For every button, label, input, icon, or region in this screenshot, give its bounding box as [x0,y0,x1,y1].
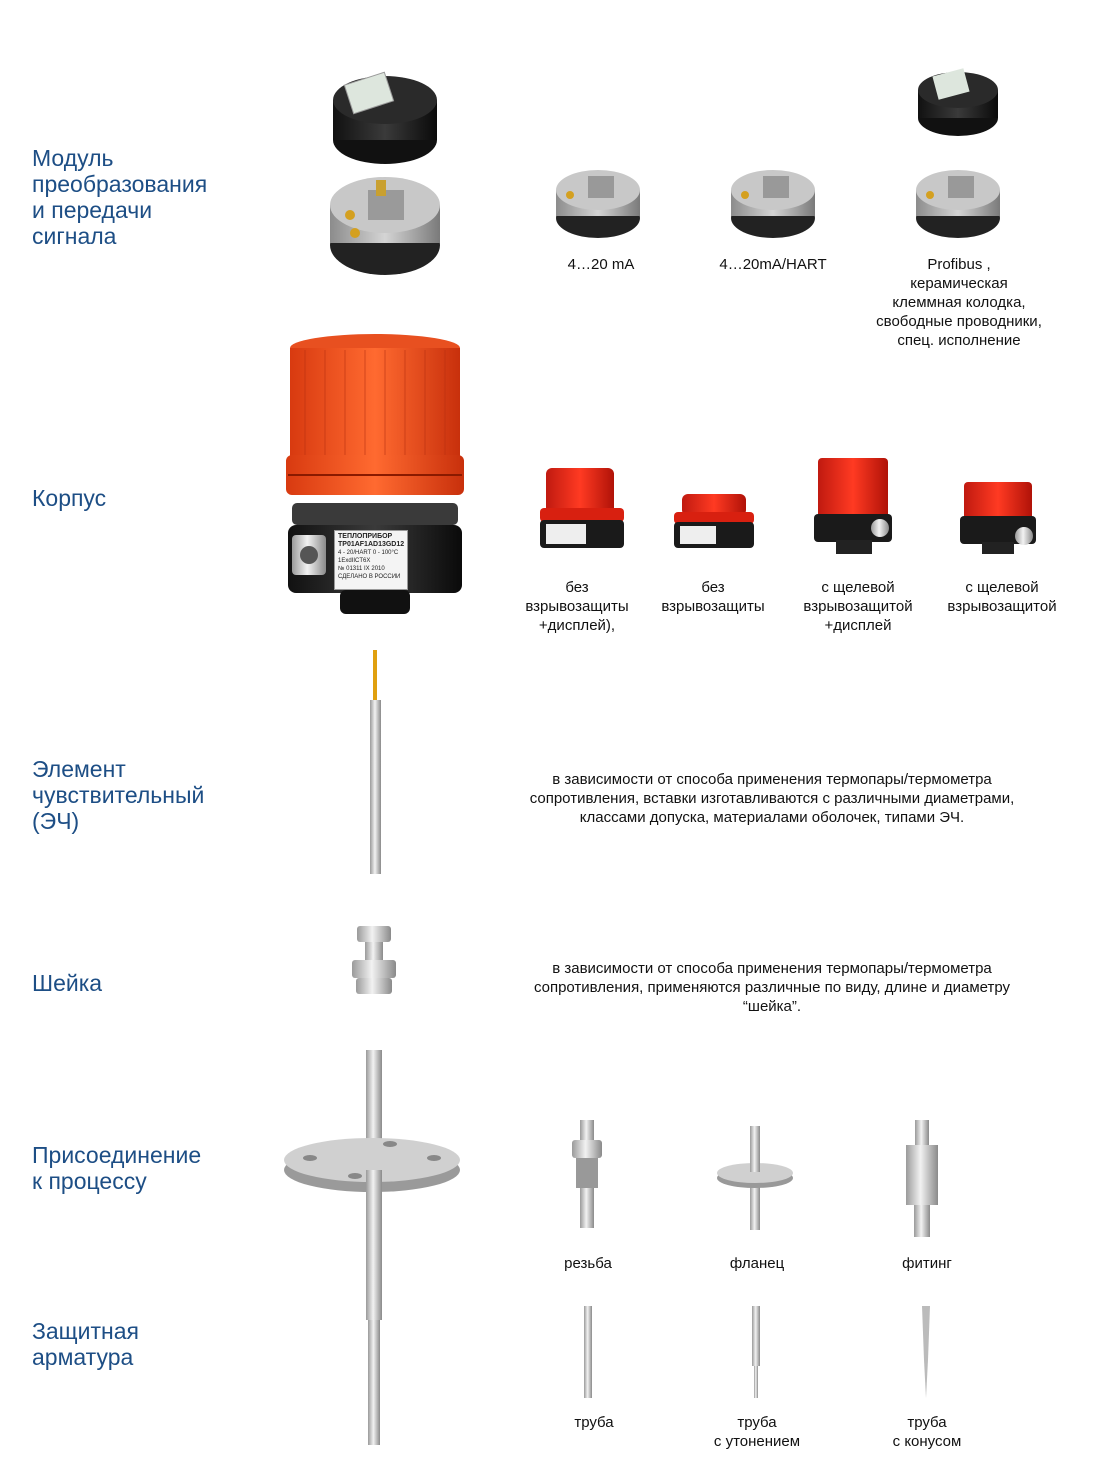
housing-no-ex-display-image [540,468,624,548]
description-line: в зависимости от способа применения терм… [552,960,992,977]
protection-tapered-tube-caption: труба с конусом [893,1413,962,1451]
housing-main-image [286,334,464,614]
heading-line: Элемент [32,756,126,782]
housing-option-caption: с щелевой взрывозащитой +дисплей [803,578,912,635]
nameplate-range: 0 - 100°C [372,550,399,556]
section-protection-title: Защитная арматура [32,1318,139,1370]
module-option-profibus-caption: Profibus , керамическая клеммная колодка… [876,255,1042,350]
caption-line: Profibus , [927,256,991,273]
caption-line: +дисплей [824,617,892,634]
nameplate-brand: ТЕПЛОПРИБОР [338,533,393,540]
heading-line: арматура [32,1344,134,1370]
module-profibus-image [916,68,1000,238]
display-cover-image [333,71,437,164]
protection-tube-caption: труба [574,1413,613,1432]
caption-line: взрывозащиты [661,598,765,615]
nameplate-origin: СДЕЛАНО В РОССИИ [338,574,401,580]
caption-line: без [565,579,589,596]
fitting-connection-image [906,1120,938,1237]
heading-line: Модуль [32,145,114,171]
housing-option-caption: без взрывозащиты [661,578,764,616]
housing-ex-image [960,482,1036,554]
tube-straight-image [584,1306,592,1398]
connection-thread-caption: резьба [564,1254,612,1273]
caption-line: с утонением [713,1433,801,1450]
caption-line: фитинг [902,1255,952,1272]
caption-line: взрывозащитой [803,598,913,615]
heading-line: Защитная [32,1318,139,1344]
heading-line: Присоединение [32,1142,202,1168]
caption-line: труба [574,1414,614,1431]
section-housing-title: Корпус [32,485,106,511]
heading-line: и передачи [32,197,153,223]
heading-line: чувствительный [32,782,205,808]
nameplate-model: TP01AF1AD13GD12 [338,541,405,548]
module-4-20ma-image [556,170,640,238]
heading-line: Шейка [32,970,103,996]
nameplate-ex: 1ExdIICT6X [338,558,371,564]
caption-line: +дисплей), [538,617,616,634]
caption-line: спец. исполнение [897,332,1021,349]
caption-line: 4…20mA/HART [719,256,827,273]
description-line: сопротивления, вставки изготавливаются с… [529,790,1015,807]
module-option-4-20ma-caption: 4…20 mA [568,255,635,274]
caption-line: резьба [564,1255,612,1272]
sensor-description: в зависимости от способа применения терм… [530,770,1015,827]
flange-assembly-image [284,1050,460,1445]
connection-fitting-caption: фитинг [902,1254,952,1273]
flange-connection-image [717,1126,793,1230]
caption-line: без [701,579,725,596]
connection-flange-caption: фланец [730,1254,784,1273]
caption-line: свободные проводники, [876,313,1042,330]
caption-line: с щелевой [965,579,1039,596]
caption-line: взрывозащитой [947,598,1057,615]
section-module-title: Модуль преобразования и передачи сигнала [32,145,207,249]
module-hart-image [731,170,815,238]
section-neck-title: Шейка [32,970,102,996]
caption-line: керамическая [910,275,1008,292]
caption-line: клеммная колодка, [892,294,1026,311]
description-line: “шейка”. [742,998,802,1015]
sensing-element-image [370,650,381,874]
nameplate-signal: 4 - 20/HART [338,550,372,556]
tube-tapered-image [922,1306,930,1398]
nameplate-year: IX 2010 [364,566,385,572]
caption-line: труба [907,1414,947,1431]
module-option-hart-caption: 4…20mA/HART [719,255,826,274]
heading-line: (ЭЧ) [32,808,80,834]
nameplate: ТЕПЛОПРИБОР TP01AF1AD13GD12 4 - 20/HART … [334,530,408,590]
caption-line: с щелевой [821,579,895,596]
housing-no-ex-image [674,494,754,548]
description-line: классами допуска, материалами оболочек, … [579,809,965,826]
housing-option-caption: без взрывозащиты +дисплей), [525,578,628,635]
caption-line: труба [737,1414,777,1431]
heading-line: к процессу [32,1168,147,1194]
description-line: сопротивления, применяются различные по … [533,979,1011,996]
housing-option-caption: с щелевой взрывозащитой [947,578,1056,616]
heading-line: Корпус [32,485,107,511]
nameplate-serial: № 01311 [338,566,363,572]
section-sensor-title: Элемент чувствительный (ЭЧ) [32,756,204,834]
tube-reduced-image [752,1306,760,1398]
neck-image [352,926,396,994]
neck-description: в зависимости от способа применения терм… [534,959,1010,1016]
protection-reduced-tube-caption: труба с утонением [714,1413,800,1451]
caption-line: взрывозащиты [525,598,629,615]
heading-line: преобразования [32,171,208,197]
transmitter-module-image [330,177,440,275]
heading-line: сигнала [32,223,117,249]
description-line: в зависимости от способа применения терм… [552,771,992,788]
caption-line: фланец [729,1255,785,1272]
housing-ex-display-image [814,458,892,554]
caption-line: 4…20 mA [567,256,635,273]
thread-connection-image [572,1120,602,1228]
section-connection-title: Присоединение к процессу [32,1142,201,1194]
caption-line: с конусом [892,1433,962,1450]
